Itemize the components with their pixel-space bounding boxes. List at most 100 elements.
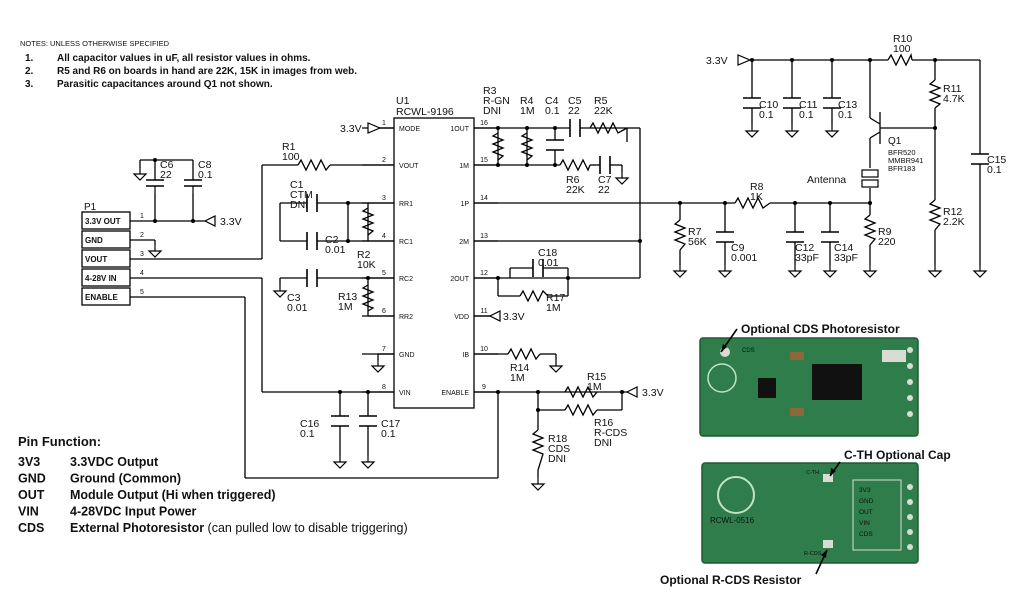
- ic-u1-part: RCWL-9196: [396, 106, 454, 118]
- net-3v3-mode: 3.3V: [340, 123, 362, 135]
- net-3v3-vdd: 3.3V: [503, 311, 525, 323]
- ic-pin-name-gnd: GND: [399, 352, 415, 359]
- resistor-r18: [531, 429, 545, 471]
- resistors: [297, 53, 942, 471]
- junctions: [153, 58, 937, 412]
- resistor-r17: [519, 289, 549, 303]
- pin-function-title: Pin Function:: [18, 434, 101, 449]
- power-arrows: 3.3V 3.3V 3.3V 3.3V 3.3V: [203, 54, 752, 399]
- connector-pin-label-4: 4-28V IN: [85, 274, 117, 283]
- note-2-text: R5 and R6 on boards in hand are 22K, 15K…: [57, 66, 357, 77]
- pin-function-pin-gnd: GND: [18, 472, 46, 486]
- ic-pin-num-5: 5: [382, 270, 386, 277]
- wires: [130, 59, 981, 479]
- note-1-text: All capacitor values in uF, all resistor…: [57, 53, 311, 64]
- resistor-r7: [673, 219, 687, 251]
- board-pin-out: OUT: [859, 509, 873, 516]
- board-pin-vin: VIN: [859, 520, 870, 527]
- caption-cth-cap: C-TH Optional Cap: [844, 448, 951, 462]
- connector-p1-ref: P1: [84, 202, 97, 213]
- resistor-r13: [361, 284, 375, 312]
- connector-pin-label-3: VOUT: [85, 255, 107, 264]
- ic-pin-name-enable: ENABLE: [441, 390, 469, 397]
- ic-pin-name-1m: 1M: [459, 163, 469, 170]
- board-top-cds-label: CDS: [742, 348, 755, 354]
- ic-u1: U1 RCWL-9196 1MODE2VOUT3RR14RC15RC26RR27…: [362, 95, 498, 409]
- resistor-r10: [887, 53, 913, 67]
- notes-header: NOTES: UNLESS OTHERWISE SPECIFIED: [20, 39, 170, 48]
- pin-function-pin-out: OUT: [18, 488, 45, 502]
- pin-function-pin-3v3: 3V3: [18, 455, 40, 469]
- resistor-r3: [491, 132, 505, 161]
- ic-pin-num-8: 8: [382, 384, 386, 391]
- ic-pin-num-7: 7: [382, 346, 386, 353]
- connector-pin-label-2: GND: [85, 236, 103, 245]
- ic-pin-name-rc1: RC1: [399, 239, 413, 246]
- resistor-r1: [297, 158, 331, 172]
- ic-pin-name-ib: IB: [462, 352, 469, 359]
- ic-pin-name-1out: 1OUT: [450, 126, 469, 133]
- ic-u1-body: [393, 117, 475, 409]
- capacitors: [146, 97, 989, 427]
- board-pin-3v3: 3V3: [859, 487, 871, 494]
- board-rcds-label: R-CDS: [804, 551, 822, 557]
- q1-part-1: BFR520: [888, 148, 916, 157]
- ic-pin-num-16: 16: [480, 120, 488, 127]
- ic-pin-num-14: 14: [480, 195, 488, 202]
- board-cth-label: C-TH: [806, 470, 819, 476]
- ic-pin-num-6: 6: [382, 308, 386, 315]
- net-3v3-enable: 3.3V: [642, 387, 664, 399]
- resistor-r15: [564, 385, 598, 399]
- ic-pin-num-2: 2: [382, 157, 386, 164]
- ic-pin-name-vin: VIN: [399, 390, 411, 397]
- note-3-num: 3.: [25, 79, 34, 90]
- notes-block: NOTES: UNLESS OTHERWISE SPECIFIED 1. All…: [20, 39, 357, 90]
- board-name-label: RCWL-0516: [710, 516, 755, 525]
- connector-pin-num-1: 1: [140, 213, 144, 220]
- connector-pin-label-5: ENABLE: [85, 293, 119, 302]
- pin-function-pin-cds: CDS: [18, 521, 44, 535]
- pin-function-desc-vin: 4-28VDC Input Power: [70, 505, 197, 519]
- resistor-r2: [361, 207, 375, 236]
- ic-pin-num-10: 10: [480, 346, 488, 353]
- ic-pin-name-vdd: VDD: [454, 314, 469, 321]
- board-pin-gnd: GND: [859, 498, 874, 505]
- antenna-symbol: [861, 169, 879, 188]
- connector-pin-label-1: 3.3V OUT: [85, 217, 121, 226]
- ic-u1-ref: U1: [396, 95, 410, 107]
- ic-pin-name-2m: 2M: [459, 239, 469, 246]
- ic-pin-num-13: 13: [480, 233, 488, 240]
- ic-pin-name-rr2: RR2: [399, 314, 413, 321]
- caption-cds-photoresistor: Optional CDS Photoresistor: [741, 322, 900, 336]
- pin-function-desc-out: Module Output (Hi when triggered): [70, 488, 276, 502]
- resistor-r16: [564, 403, 598, 417]
